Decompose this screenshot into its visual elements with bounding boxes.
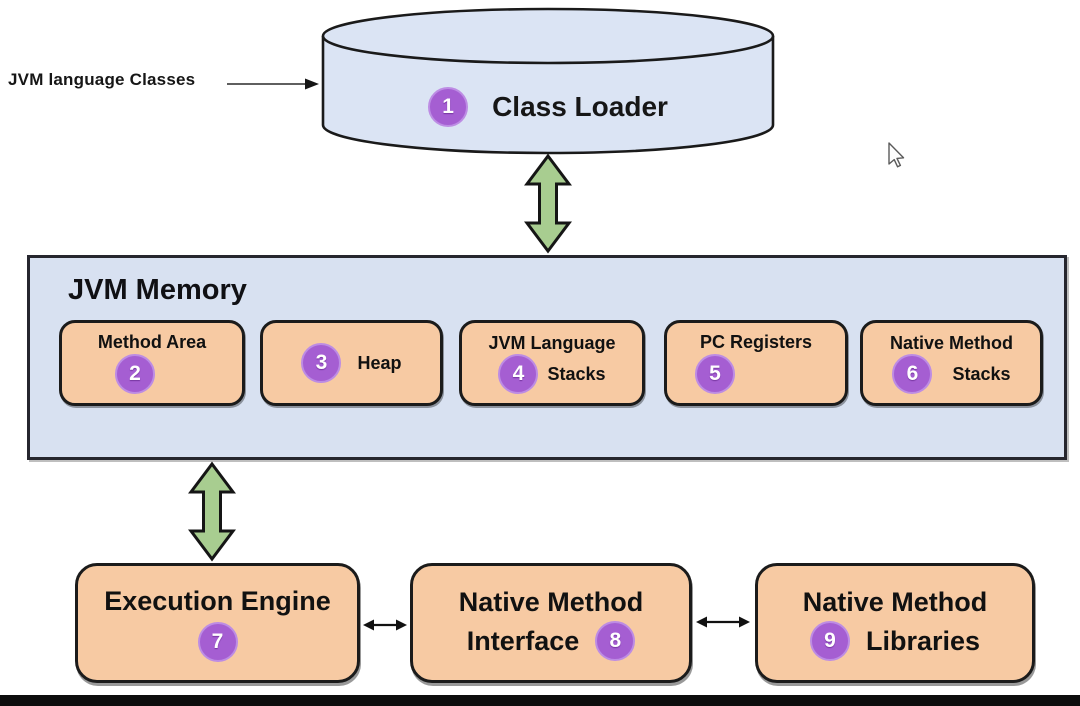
step-badge-2: 2 [115,354,155,394]
heap-label: Heap [357,353,402,373]
native-method-stacks-label-line2: Stacks [952,363,1011,384]
left-right-arrow-icon [363,619,407,631]
pc-registers-label: PC Registers [699,332,813,352]
native-method-libraries-label-line1: Native Method [802,586,988,617]
step-badge-9: 9 [809,620,850,661]
native-method-stacks-label-line1: Native Method [889,332,1013,353]
class-loader-label: Class Loader [492,91,668,122]
step-badge-3: 3 [301,343,342,383]
jvm-memory-panel: JVM Memory Method Area 2 3 Heap JVM Lang… [27,255,1067,460]
native-method-stacks-box: Native Method 6 Stacks [860,320,1043,406]
method-area-label: Method Area [97,332,207,352]
native-method-interface-label-line2: Interface [466,625,580,656]
step-badge-8: 8 [595,620,636,661]
jvm-memory-title: JVM Memory [68,274,247,306]
bottom-divider-bar [0,695,1080,706]
step-badge-5: 5 [695,354,735,394]
step-badge-4: 4 [498,353,539,394]
execution-engine-box: Execution Engine 7 [75,563,360,683]
jvm-language-stacks-box: JVM Language 4 Stacks [459,320,645,406]
mouse-cursor-icon [888,142,905,168]
class-loader-content: 1 Class Loader [320,84,776,130]
execution-engine-label: Execution Engine [104,585,331,616]
jvm-classes-label: JVM language Classes [8,70,196,89]
heap-box: 3 Heap [260,320,443,406]
up-down-arrow-icon [524,153,572,254]
jvm-language-stacks-label-line1: JVM Language [488,332,616,353]
native-method-libraries-label-line2: Libraries [865,625,981,656]
input-arrow-icon [227,78,319,90]
step-badge-1: 1 [428,87,469,127]
native-method-interface-label-line1: Native Method [458,586,644,617]
native-method-libraries-box: Native Method 9 Libraries [755,563,1035,683]
native-method-interface-box: Native Method Interface 8 [410,563,692,683]
left-right-arrow-icon [696,616,750,628]
pc-registers-box: PC Registers 5 [664,320,848,406]
method-area-box: Method Area 2 [59,320,245,406]
up-down-arrow-icon [188,461,236,562]
step-badge-7: 7 [197,621,238,662]
jvm-language-stacks-label-line2: Stacks [547,363,606,384]
class-loader-cylinder [321,7,775,155]
step-badge-6: 6 [892,353,933,394]
